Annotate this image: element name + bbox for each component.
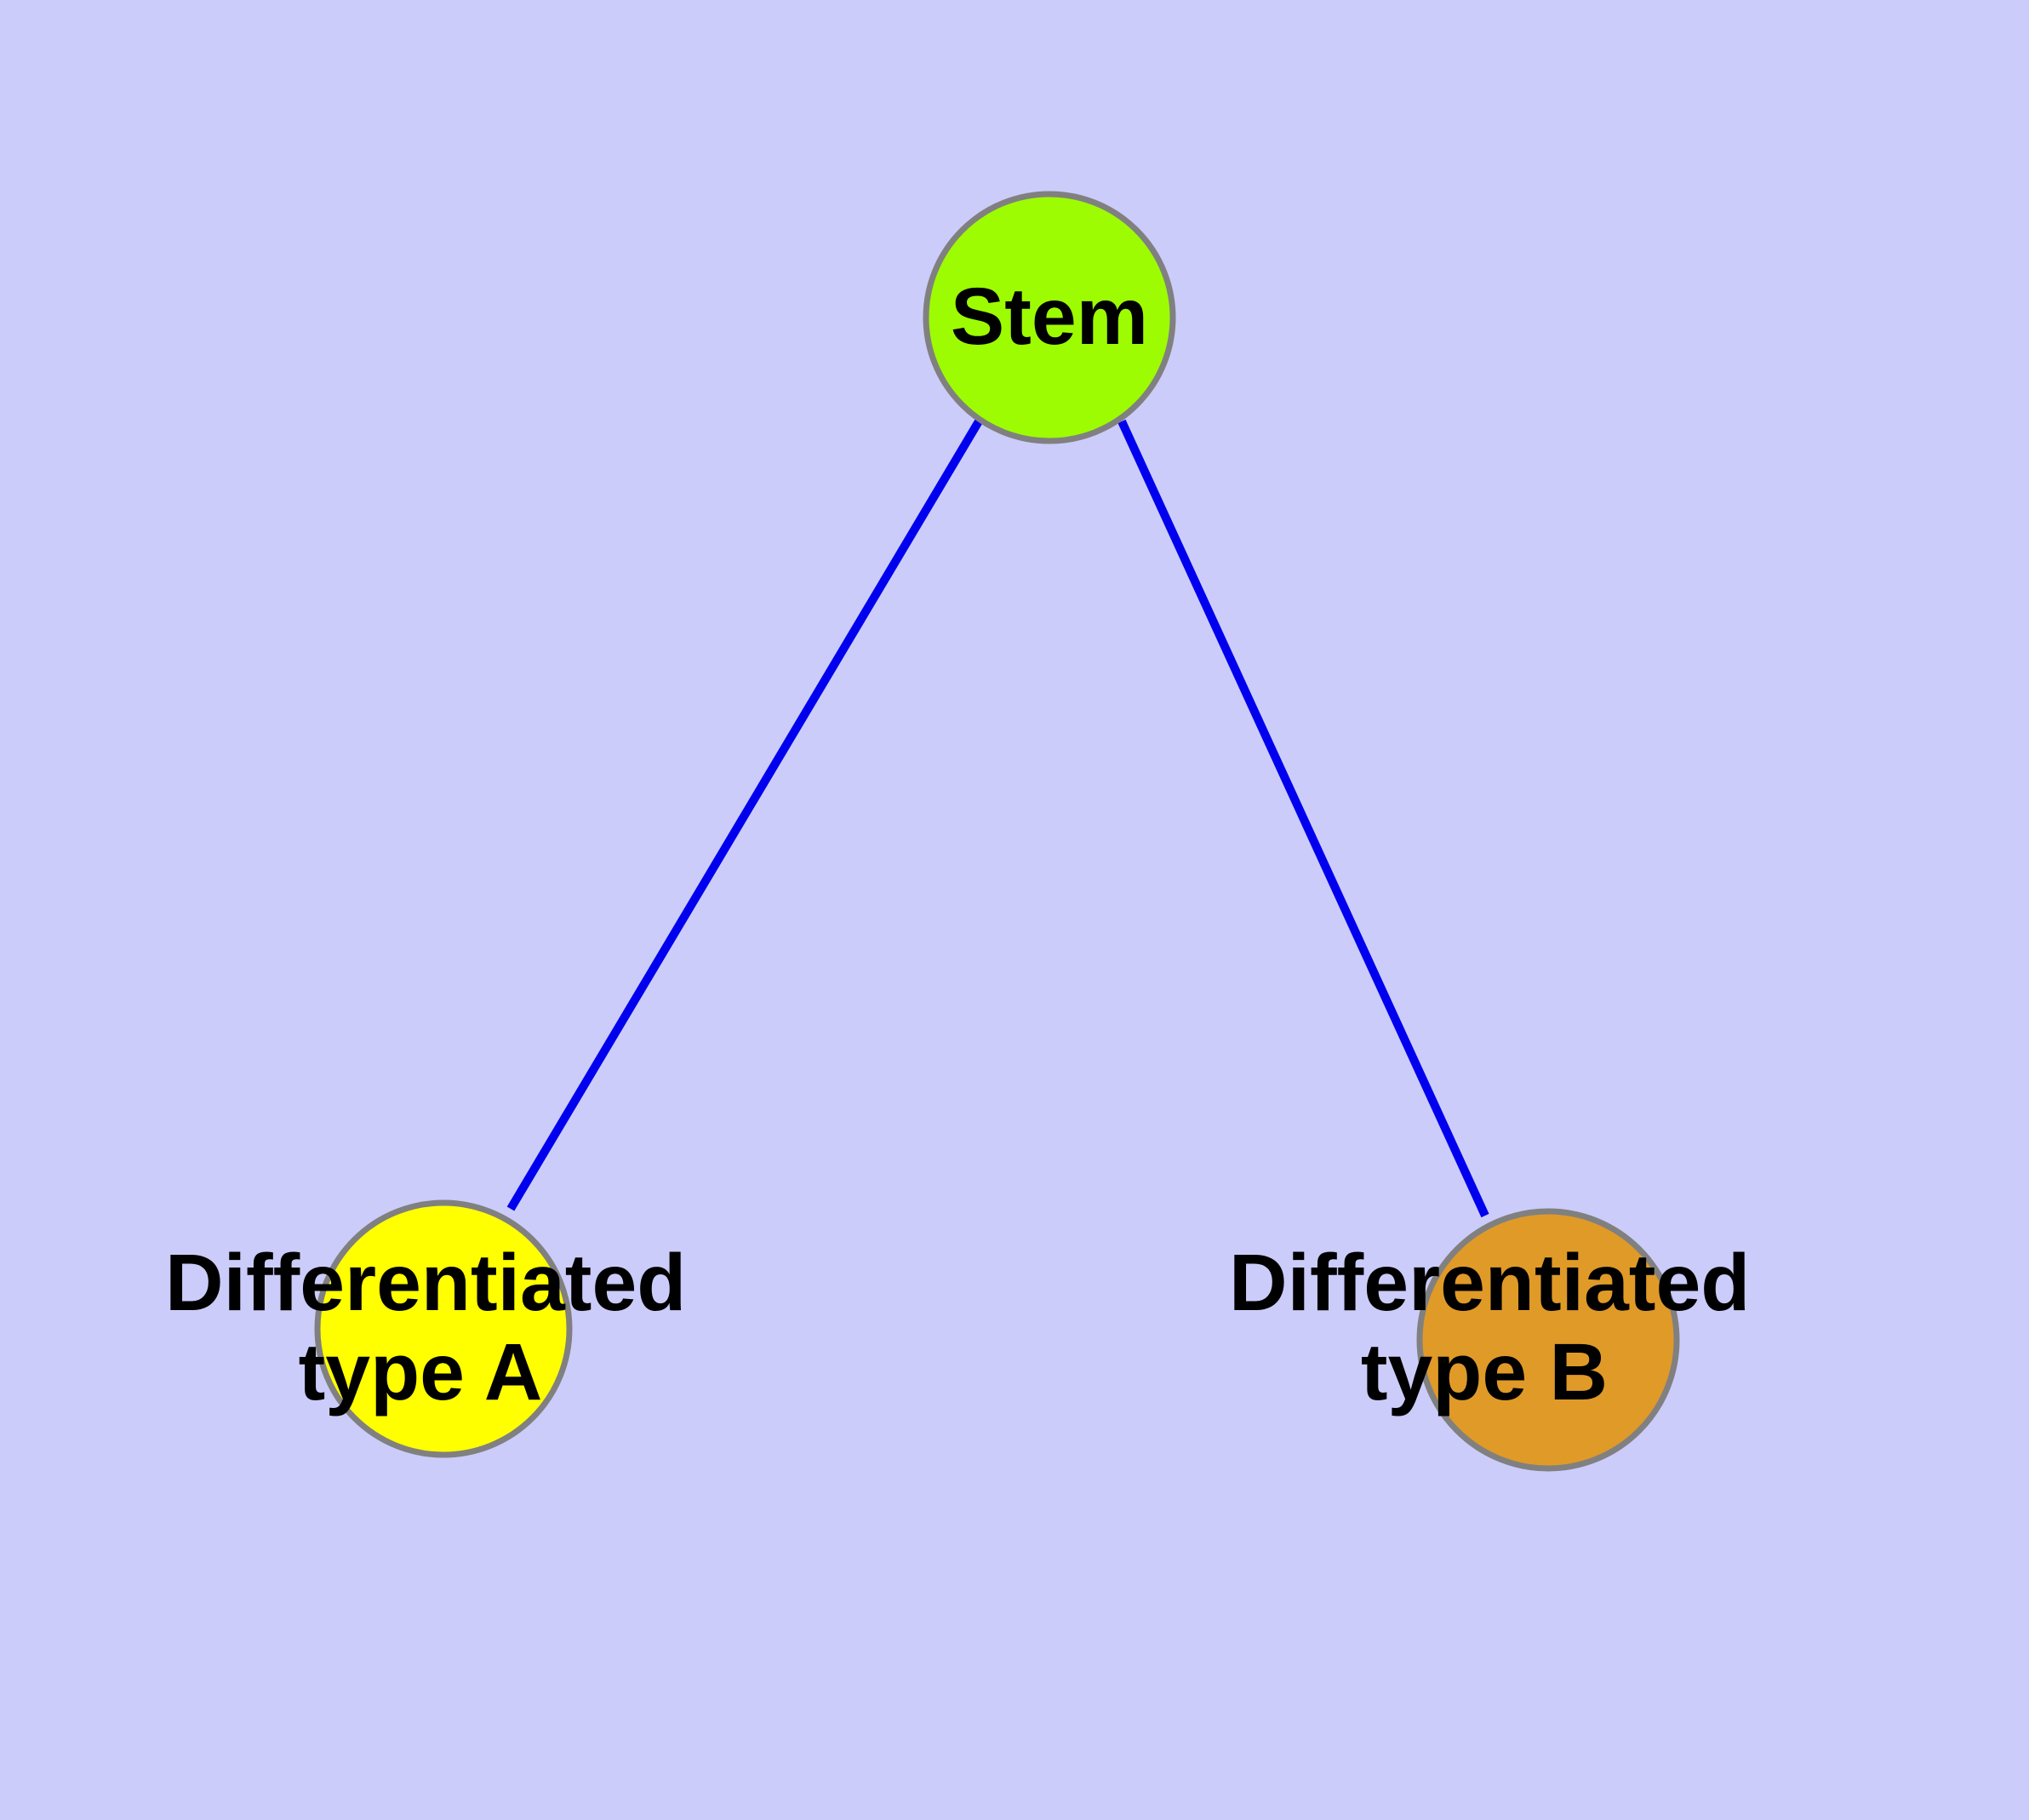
edge-stem-to-diff-b[interactable]	[1117, 419, 1489, 1218]
edge-layer	[506, 419, 1489, 1218]
node-layer	[314, 191, 1680, 1472]
node-diff-b[interactable]	[1416, 1208, 1680, 1472]
node-stem[interactable]	[923, 191, 1176, 444]
edge-stem-to-diff-a[interactable]	[506, 419, 983, 1211]
node-diff-a[interactable]	[314, 1199, 573, 1458]
